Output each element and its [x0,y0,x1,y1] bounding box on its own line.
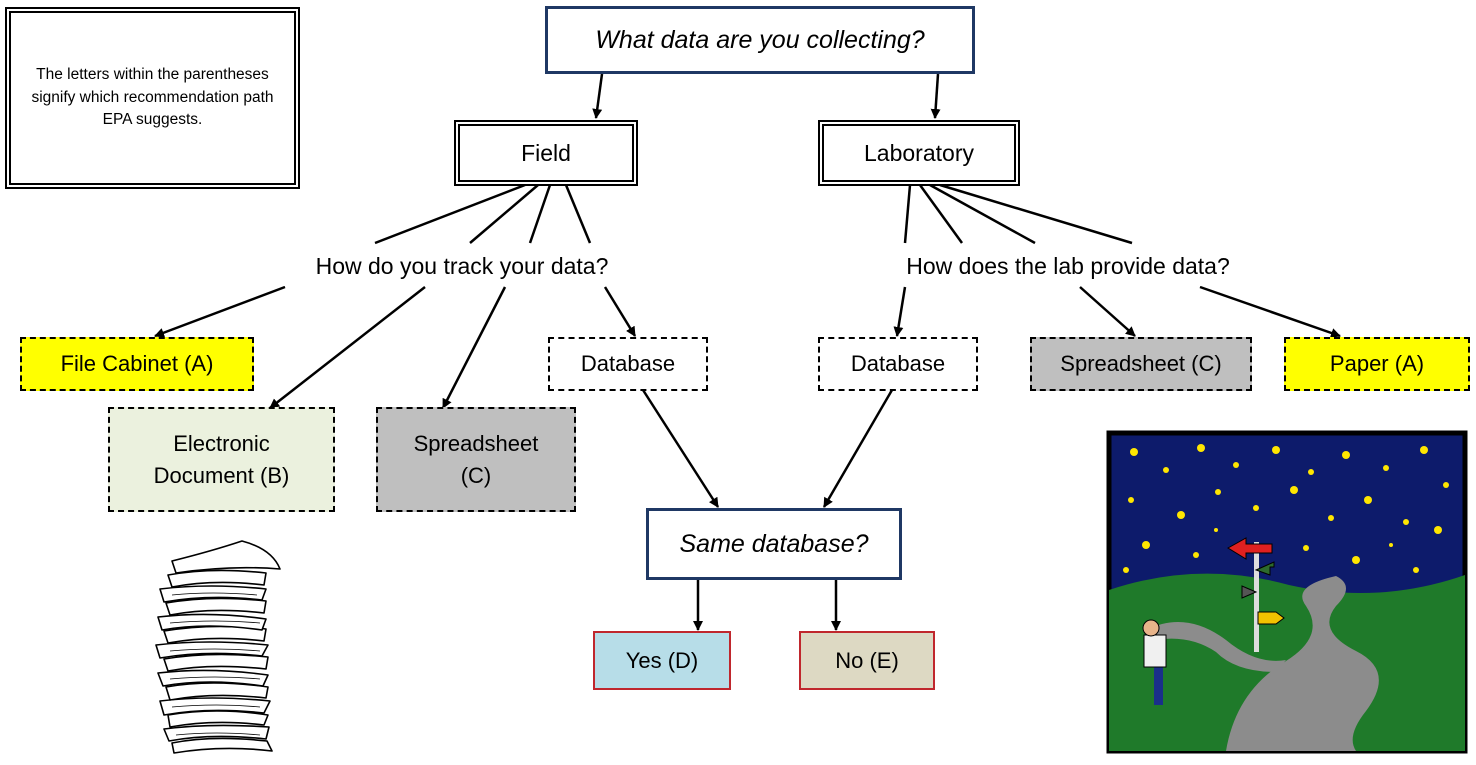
file-cabinet-box: File Cabinet (A) [20,337,254,391]
electronic-document-line1: Electronic [173,430,270,456]
arrow-to-paper [1199,285,1341,338]
lab-database-label: Database [850,351,946,377]
field-database-box: Database [548,337,708,391]
no-outcome-box: No (E) [799,631,935,690]
lab-question-label: How does the lab provide data? [906,252,1230,279]
arrow-root-to-laboratory [930,73,941,119]
line-lab-1 [903,184,912,244]
lab-database-box: Database [818,337,978,391]
yes-outcome-label: Yes (D) [625,647,699,673]
arrow-to-lab-database [893,286,907,337]
arrow-root-to-field [592,73,604,119]
file-cabinet-label: File Cabinet (A) [60,351,214,377]
line-field-4 [564,184,592,244]
lab-question: How does the lab provide data? [862,246,1274,286]
root-question-label: What data are you collecting? [595,25,925,54]
same-database-label: Same database? [679,529,869,558]
lab-spreadsheet-label: Spreadsheet (C) [1060,351,1222,377]
laboratory-label: Laboratory [864,139,974,166]
root-question-box: What data are you collecting? [545,6,975,74]
line-field-2 [469,184,539,244]
field-box: Field [454,120,638,186]
paper-box: Paper (A) [1284,337,1470,391]
arrow-to-field-database [603,286,637,337]
legend-note: The letters within the parentheses signi… [5,7,300,189]
field-question: How do you track your data? [272,246,652,286]
line-lab-2 [918,184,964,244]
legend-note-text: The letters within the parentheses signi… [31,66,274,129]
arrow-to-file-cabinet [154,285,286,338]
electronic-document-box: Electronic Document (B) [108,407,335,512]
field-question-label: How do you track your data? [315,252,609,279]
line-field-1 [374,183,526,245]
electronic-document-line2: Document (B) [153,462,290,488]
paper-stack-illustration [155,540,281,754]
laboratory-box: Laboratory [818,120,1020,186]
arrow-field-db-to-same [641,389,720,508]
field-spreadsheet-line1: Spreadsheet [413,430,539,456]
line-field-3 [528,184,552,244]
signpost-crossroads-night-illustration [1106,430,1468,754]
arrow-to-field-spreadsheet [441,286,507,409]
field-database-label: Database [580,351,676,377]
lab-spreadsheet-box: Spreadsheet (C) [1030,337,1252,391]
field-spreadsheet-box: Spreadsheet (C) [376,407,576,512]
line-lab-3 [929,183,1036,245]
field-spreadsheet-line2: (C) [460,462,492,488]
arrow-lab-db-to-same [822,389,894,508]
same-database-box: Same database? [646,508,902,580]
paper-label: Paper (A) [1329,351,1425,377]
no-outcome-label: No (E) [835,647,899,673]
arrow-to-lab-spreadsheet [1079,286,1136,337]
line-lab-4 [939,183,1133,245]
arrow-to-electronic-document [269,286,426,409]
field-label: Field [521,139,571,166]
yes-outcome-box: Yes (D) [593,631,731,690]
